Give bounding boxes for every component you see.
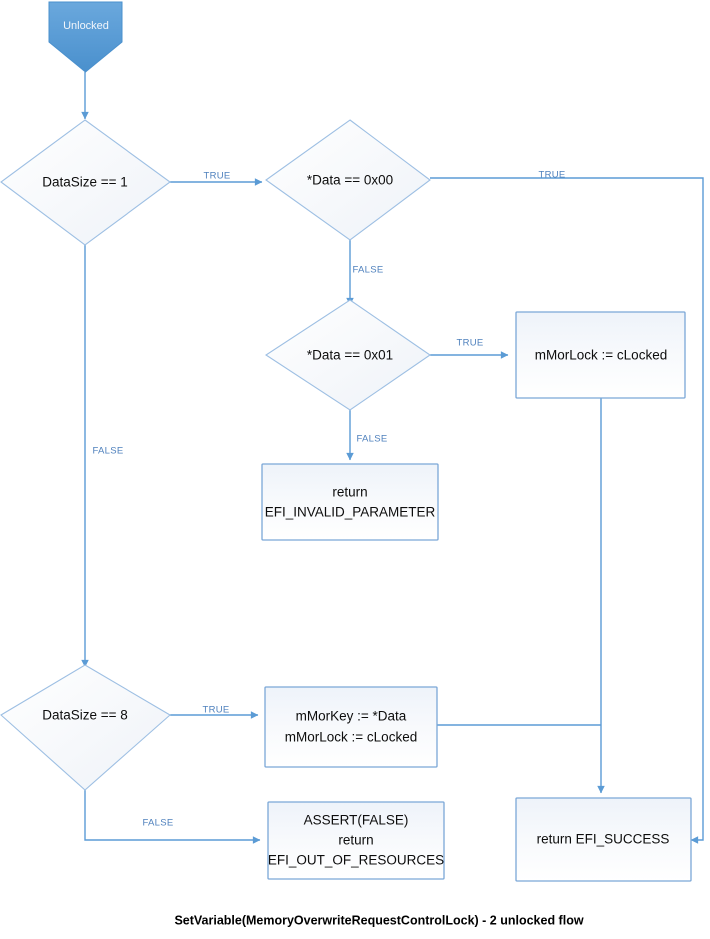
decision-shape — [0, 664, 171, 791]
node-process-assert[interactable]: ASSERT(FALSE) return EFI_OUT_OF_RESOURCE… — [267, 801, 445, 880]
edge-label-datasize1-false: FALSE — [92, 446, 123, 457]
decision-data00-label: *Data == 0x00 — [307, 173, 393, 188]
edge-label-data01-true: TRUE — [456, 338, 483, 349]
process-success-label: return EFI_SUCCESS — [537, 832, 670, 847]
process-assert-line1: ASSERT(FALSE) — [304, 813, 409, 828]
edge-label-datasize8-false: FALSE — [142, 818, 173, 829]
start-label: Unlocked — [63, 20, 109, 32]
node-decision-data01[interactable]: *Data == 0x01 — [264, 299, 431, 411]
edge-label-data00-false: FALSE — [352, 265, 383, 276]
edge-label-datasize1-true: TRUE — [203, 171, 230, 182]
node-process-invalid-parameter[interactable]: return EFI_INVALID_PARAMETER — [261, 463, 439, 541]
process-shape — [515, 311, 686, 399]
decision-shape — [265, 119, 431, 241]
edge-data00-true — [430, 177, 704, 844]
process-shape — [261, 463, 439, 541]
edge-label-data01-false: FALSE — [356, 434, 387, 445]
edge-datasize8-false — [84, 790, 261, 844]
process-mmorkey-line2: mMorLock := cLocked — [285, 730, 417, 745]
decision-shape — [0, 119, 171, 246]
node-process-mmorkey[interactable]: mMorKey := *Data mMorLock := cLocked — [264, 686, 438, 768]
process-invalid-parameter-line1: return — [332, 485, 367, 500]
diagram-caption: SetVariable(MemoryOverwriteRequestContro… — [174, 913, 583, 927]
start-shape — [48, 1, 123, 73]
process-mmorkey-line1: mMorKey := *Data — [296, 709, 407, 724]
decision-datasize8-label: DataSize == 8 — [42, 708, 128, 723]
decision-shape — [264, 299, 431, 411]
node-decision-datasize1[interactable]: DataSize == 1 — [0, 119, 171, 246]
decision-data01-label: *Data == 0x01 — [307, 348, 393, 363]
process-mmorlock-label: mMorLock := cLocked — [535, 348, 667, 363]
edge-label-data00-true: TRUE — [538, 170, 565, 181]
node-decision-datasize8[interactable]: DataSize == 8 — [0, 664, 171, 791]
process-shape — [264, 686, 438, 768]
node-process-success[interactable]: return EFI_SUCCESS — [515, 797, 692, 882]
node-start-unlocked[interactable]: Unlocked — [48, 1, 123, 73]
process-shape — [515, 797, 692, 882]
process-shape — [267, 801, 445, 880]
node-decision-data00[interactable]: *Data == 0x00 — [265, 119, 431, 241]
edge-label-datasize8-true: TRUE — [202, 705, 229, 716]
process-assert-line3: EFI_OUT_OF_RESOURCES — [268, 853, 444, 868]
process-invalid-parameter-line2: EFI_INVALID_PARAMETER — [265, 505, 436, 520]
process-assert-line2: return — [338, 833, 373, 848]
decision-datasize1-label: DataSize == 1 — [42, 175, 128, 190]
node-process-mmorlock[interactable]: mMorLock := cLocked — [515, 311, 686, 399]
